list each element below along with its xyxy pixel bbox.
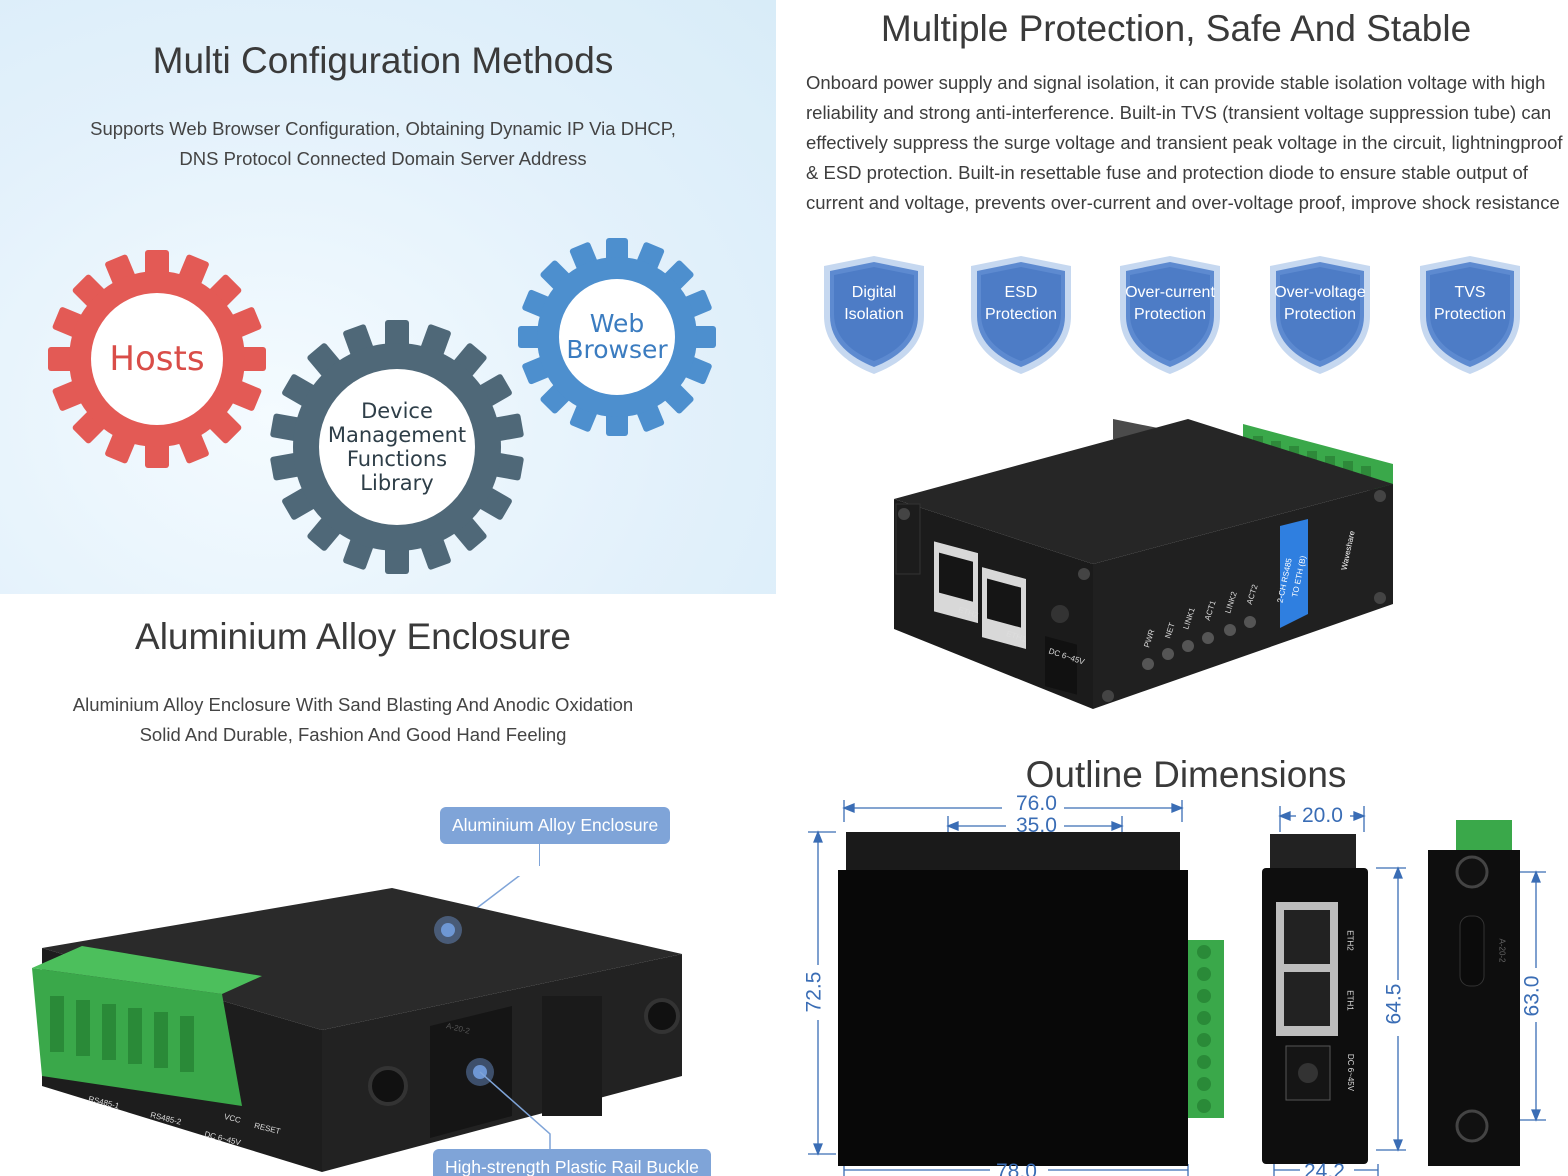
protection-title: Multiple Protection, Safe And Stable	[880, 8, 1472, 49]
shield-line-2: Protection	[1433, 306, 1507, 323]
side-label-eth2: ETH2	[1345, 930, 1355, 951]
shield-line-2: Protection	[1133, 306, 1207, 323]
web-label-2: Browser	[566, 335, 668, 364]
device-management-gear: Device Management Functions Library	[270, 320, 524, 574]
device-label-4: Library	[360, 471, 434, 495]
protection-paragraph: Onboard power supply and signal isolatio…	[806, 72, 1563, 213]
side-label-dc: DC 6~45V	[1346, 1053, 1356, 1092]
dim-76: 76.0	[1016, 792, 1057, 816]
shield-icon	[971, 256, 1071, 374]
web-gear-icon	[518, 238, 716, 436]
callout-rail-buckle: High-strength Plastic Rail Buckle	[433, 1149, 711, 1176]
device-label-3: Functions	[346, 447, 448, 471]
device-label-1: Device	[361, 399, 433, 423]
shield-line-2: Protection	[984, 306, 1058, 323]
hosts-label: Hosts	[109, 339, 205, 379]
shield-icon	[1270, 256, 1370, 374]
callout-enclosure: Aluminium Alloy Enclosure	[440, 807, 671, 844]
converter-device-image	[894, 419, 1393, 709]
alloy-title: Aluminium Alloy Enclosure	[135, 616, 571, 657]
dim-78: 78.0	[996, 1160, 1037, 1176]
dim-35: 35.0	[1016, 814, 1057, 837]
device-label-2: Management	[327, 423, 467, 447]
shield-line-2: Protection	[1283, 306, 1357, 323]
dim-72-5: 72.5	[802, 971, 826, 1013]
shield-icon	[824, 256, 924, 374]
dim-24-2: 24.2	[1304, 1160, 1345, 1176]
web-label-1: Web	[589, 309, 645, 338]
shield-icon	[1420, 256, 1520, 374]
alloy-panel: Aluminium Alloy Enclosure Aluminium Allo…	[0, 594, 776, 1176]
config-subtitle-1: Supports Web Browser Configuration, Obta…	[90, 118, 676, 139]
dim-64-5: 64.5	[1382, 983, 1406, 1025]
protection-panel: Multiple Protection, Safe And Stable Onb…	[776, 0, 1568, 740]
dimensions-panel: Outline Dimensions	[776, 740, 1568, 1176]
dim-63: 63.0	[1520, 975, 1544, 1017]
alloy-subtitle-2: Solid And Durable, Fashion And Good Hand…	[139, 724, 567, 745]
callout-enclosure-line	[539, 844, 540, 866]
dimension-drawing	[808, 800, 1546, 1176]
dimensions-title: Outline Dimensions	[1025, 754, 1347, 795]
alloy-device-image	[32, 876, 682, 1172]
shield-line-1: ESD	[1004, 284, 1038, 301]
side-label-eth1: ETH1	[1345, 990, 1355, 1011]
config-subtitle-2: DNS Protocol Connected Domain Server Add…	[179, 148, 587, 169]
hosts-gear-icon	[48, 250, 266, 468]
dim-20: 20.0	[1302, 804, 1343, 827]
shield-icon	[1120, 256, 1220, 374]
shield-badge: ESD Protection	[967, 254, 1075, 376]
shield-line-1: Digital	[851, 284, 897, 301]
shield-line-2: Isolation	[844, 306, 904, 323]
config-title: Multi Configuration Methods	[152, 40, 614, 81]
alloy-subtitle-1: Aluminium Alloy Enclosure With Sand Blas…	[72, 694, 634, 715]
hosts-gear: Hosts	[48, 250, 266, 468]
device-gear-icon	[270, 320, 524, 574]
side-label-rail: A-20-2	[1497, 938, 1507, 963]
web-browser-gear: Web Browser	[518, 238, 716, 436]
config-panel: Multi Configuration Methods Supports Web…	[0, 0, 776, 594]
shield-line-1: Over-voltage	[1274, 284, 1366, 301]
shield-badge: TVS Protection	[1416, 254, 1524, 376]
shield-line-1: Over-current	[1125, 284, 1215, 301]
shield-line-1: TVS	[1454, 284, 1486, 301]
